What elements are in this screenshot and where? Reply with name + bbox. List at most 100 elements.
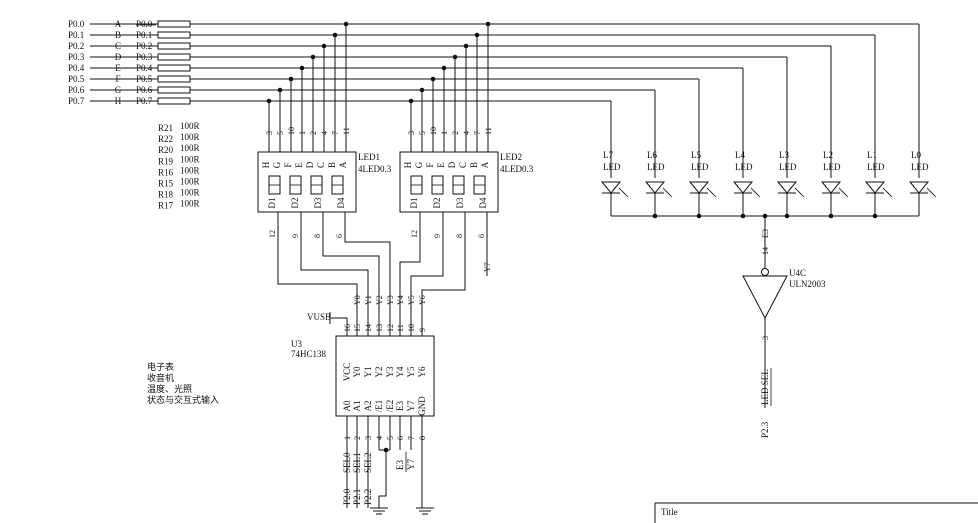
junction-dot	[452, 54, 458, 60]
decoder-output-wire	[344, 212, 391, 322]
led-designator: L6	[647, 150, 657, 160]
junction-dot	[310, 54, 316, 60]
segment-letter: B	[115, 30, 121, 40]
decoder-pin-number: 14	[364, 324, 373, 332]
display-body	[257, 151, 357, 213]
resistor-value: 100R	[180, 177, 200, 187]
resistor-body	[157, 20, 191, 28]
resistor-body	[157, 53, 191, 61]
buffer-pin: 14	[761, 247, 770, 255]
resistor-body	[157, 31, 191, 39]
decoder-pin-label: Y5	[406, 366, 416, 377]
led-type: LED	[779, 162, 797, 172]
note-text: 收音机	[147, 372, 174, 383]
junction-dot	[419, 87, 425, 93]
display-segment-label: D	[305, 161, 315, 168]
decoder-pin-label: A0	[342, 400, 352, 411]
resistor-body	[157, 75, 191, 83]
display-pin-number: 10	[287, 127, 296, 135]
junction-dot	[266, 98, 272, 104]
junction-dot	[288, 76, 294, 82]
led-designator: L5	[691, 150, 701, 160]
port-label: P0.6	[68, 85, 85, 95]
junction-dot	[474, 32, 480, 38]
display-pin-number: 4	[320, 131, 329, 135]
display-name: LED1	[358, 152, 380, 162]
display-pin-number: 8	[455, 234, 464, 238]
decoder-net-label: Y0	[353, 295, 362, 305]
segment-letter: C	[115, 41, 121, 51]
segment-letter: A	[115, 19, 122, 29]
led-triangle	[864, 181, 886, 194]
display-pin-number: 2	[451, 131, 460, 135]
resistor-body	[157, 86, 191, 94]
decoder-pin-number: 11	[396, 324, 405, 332]
led-type: LED	[603, 162, 621, 172]
resistor-value: 100R	[180, 121, 200, 131]
decoder-pin-label: GND	[417, 396, 427, 416]
led-designator: L1	[867, 150, 877, 160]
led-emission-arrow	[797, 190, 805, 198]
digit-label: D4	[478, 197, 488, 208]
display-pin-number: 1	[440, 131, 449, 135]
display-part: 4LED0.3	[500, 164, 534, 174]
digit-label: D3	[313, 197, 323, 208]
led-designator: L0	[911, 150, 921, 160]
resistor-designator: R15	[158, 179, 174, 189]
buffer-net: LED SEL	[760, 369, 770, 405]
decoder-pin-number: 8	[418, 436, 427, 440]
port-label: P0.4	[68, 63, 85, 73]
led-emission-arrow	[841, 190, 849, 198]
net-label: P0.6	[136, 85, 153, 95]
port-label: P0.0	[68, 19, 85, 29]
buffer-bubble	[761, 268, 769, 276]
segment-letter: E	[115, 63, 121, 73]
digit-label: D1	[409, 198, 419, 209]
led-type: LED	[911, 162, 929, 172]
resistor-designator: R20	[158, 145, 174, 155]
led-emission-arrow	[929, 190, 937, 198]
port-label: P2.1	[352, 489, 362, 505]
decoder-pin-number: 2	[353, 436, 362, 440]
display-body	[399, 151, 499, 213]
resistor-designator: R16	[158, 167, 174, 177]
port-label: P0.3	[68, 52, 85, 62]
decoder-pin-number: 13	[375, 324, 384, 332]
decoder-pin-label: A2	[363, 401, 373, 412]
display-segment-label: F	[425, 162, 435, 167]
decoder-pin-number: 9	[418, 328, 427, 332]
led-type: LED	[691, 162, 709, 172]
decoder-body	[335, 335, 435, 417]
select-net: SEL0	[342, 452, 352, 473]
port-label: P0.1	[68, 30, 84, 40]
display-segment-label: E	[436, 162, 446, 168]
digit-label: D2	[290, 198, 300, 209]
led-emission-arrow	[753, 190, 761, 198]
display-name: LED2	[500, 152, 522, 162]
display-pin-number: 9	[291, 234, 300, 238]
digit-label: D1	[267, 198, 277, 209]
port-label: P2.2	[363, 489, 373, 505]
resistor-designator: R19	[158, 156, 174, 166]
decoder-part: 74HC138	[291, 349, 327, 359]
display-pin-number: 6	[335, 234, 344, 238]
display-segment-label: H	[261, 161, 271, 168]
decoder-pin-label: Y7	[406, 400, 416, 411]
decoder-pin-number: 4	[375, 436, 384, 440]
decoder-pin-label: E3	[395, 401, 405, 411]
decoder-pin-number: 16	[343, 324, 352, 332]
port-label: P0.2	[68, 41, 84, 51]
led-triangle	[908, 181, 930, 194]
net-label: P0.4	[136, 63, 153, 73]
decoder-net-label: Y1	[364, 295, 373, 305]
digit-label: D2	[432, 198, 442, 209]
led-type: LED	[735, 162, 753, 172]
resistor-value: 100R	[180, 165, 200, 175]
display-pin-number: 11	[342, 127, 351, 135]
decoder-pin-label: Y3	[385, 366, 395, 377]
resistor-value: 100R	[180, 199, 200, 209]
display-segment-label: D	[447, 161, 457, 168]
led-type: LED	[823, 162, 841, 172]
led-type: LED	[647, 162, 665, 172]
